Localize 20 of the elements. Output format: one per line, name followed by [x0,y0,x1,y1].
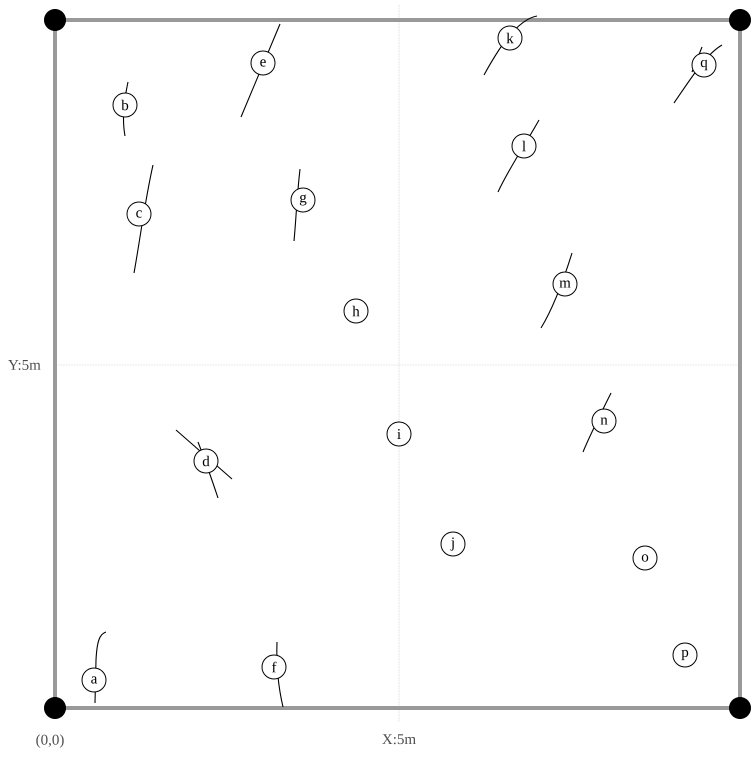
circled-letter: o [632,546,658,570]
circled-letter: a [82,668,106,692]
circled-letter: p [672,642,698,668]
axis-label: Y:5m [8,360,41,370]
circled-letter: j [440,532,466,556]
circled-letter: l [512,134,536,158]
circled-letter: g [290,188,316,212]
axis-label: (0,0) [36,734,64,748]
axis-label: X:5m [382,734,416,744]
circled-letter: h [344,298,368,324]
circled-letter: i [386,422,412,446]
circled-letter: c [126,202,152,226]
circled-letter: q [692,52,716,78]
circled-letter: n [592,408,616,434]
circled-letter: f [262,654,286,680]
circled-letter: m [552,272,578,296]
circled-letter: b [112,92,138,118]
circled-letter: k [498,26,522,50]
circled-letter: e [250,50,276,76]
circled-letter: d [194,448,218,474]
